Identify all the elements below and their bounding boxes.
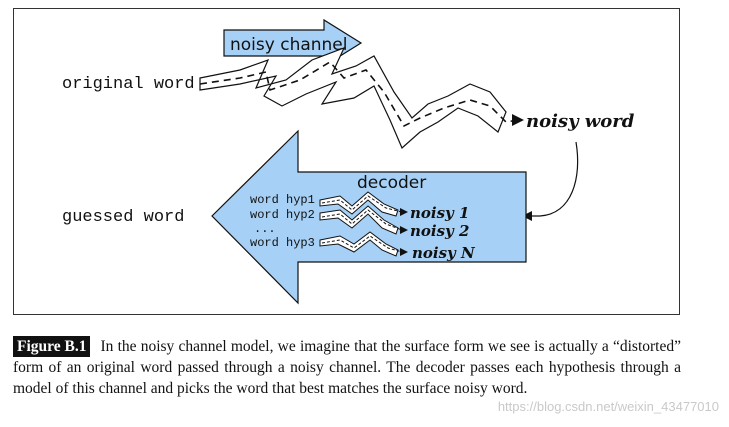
diagram-frame [13,8,680,315]
connector-arrowhead [522,211,532,221]
mini-channel-3 [319,231,408,257]
connector-arrow [530,141,579,217]
mini-channel-2 [319,205,408,235]
noisy-word-label: noisy word [526,111,635,132]
hypothesis-1: word hyp1 [250,193,315,207]
mini-channel-1 [319,191,408,217]
noisy-channel-diagram: noisy channel original word noisy word d… [62,18,635,305]
noisy-channel-label: noisy channel [230,35,348,55]
noisy-output-1: noisy 1 [410,204,469,222]
original-word-label: original word [62,75,195,94]
hypothesis-3: word hyp3 [250,236,315,250]
hypothesis-ellipsis: ... [254,222,276,236]
hypothesis-2: word hyp2 [250,208,315,222]
guessed-word-label: guessed word [62,208,184,227]
figure-label: Figure B.1 [13,336,91,357]
watermark: https://blog.csdn.net/weixin_43477010 [497,399,719,414]
decoder-arrow [211,129,527,305]
noisy-channel-path [199,46,524,150]
caption-text: In the noisy channel model, we imagine t… [13,338,681,397]
noisy-output-2: noisy 2 [410,222,469,240]
decoder-label: decoder [357,173,426,193]
noisy-output-n: noisy N [412,244,476,262]
